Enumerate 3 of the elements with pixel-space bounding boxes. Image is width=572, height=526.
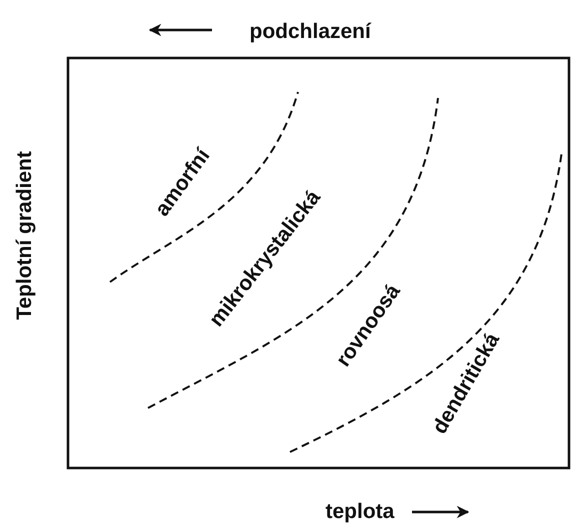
axis-label: teplota (326, 500, 394, 522)
axis-label: Teplotní gradient (13, 150, 34, 320)
axis-label: podchlazení (250, 20, 371, 42)
